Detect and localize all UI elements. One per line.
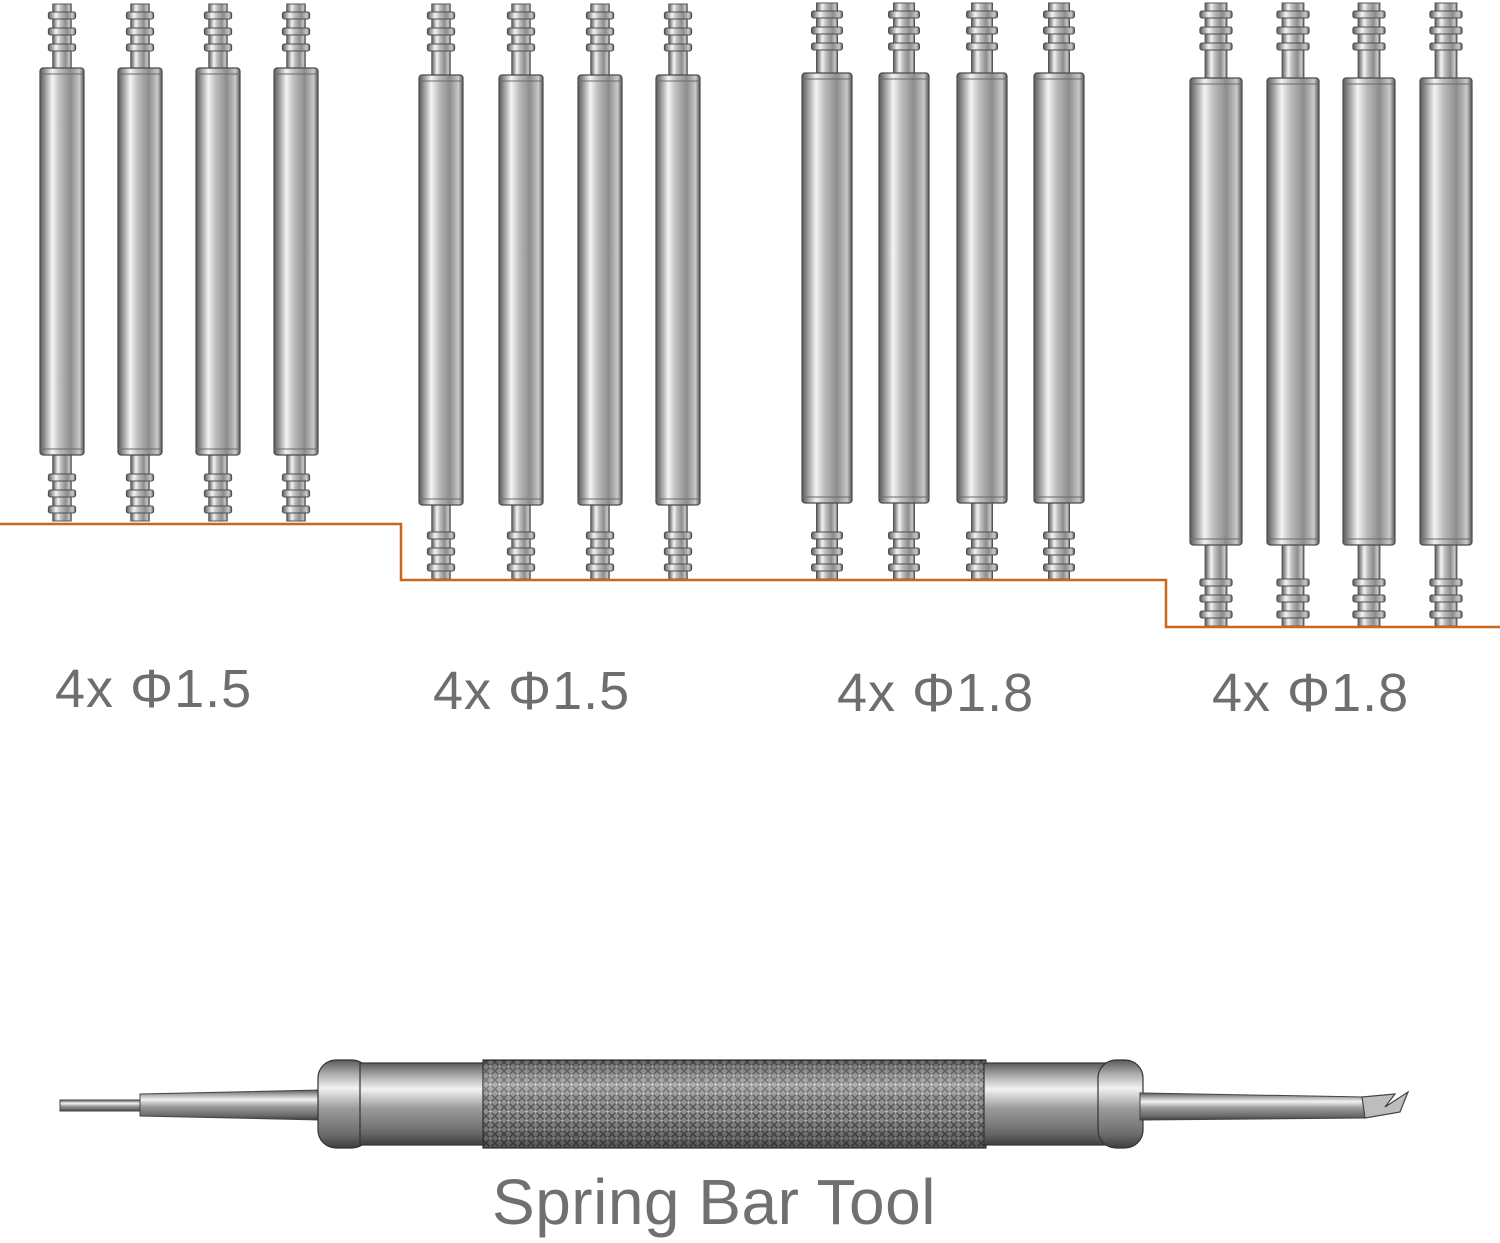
spring-bar-group — [1189, 2, 1473, 627]
spring-bar — [878, 2, 930, 580]
spring-bar-group — [801, 2, 1085, 580]
spring-bar — [1266, 2, 1320, 627]
spring-bar — [273, 3, 319, 522]
spring-bar — [1033, 2, 1085, 580]
group-label: 4x Φ1.8 — [837, 663, 1035, 723]
spring-bar — [195, 3, 241, 522]
spring-bar-group — [39, 3, 319, 522]
pin-tip — [59, 1099, 151, 1112]
fork-tip — [1361, 1090, 1410, 1119]
spring-bar — [1189, 2, 1243, 627]
group-label: 4x Φ1.5 — [55, 659, 253, 719]
spring-bar — [498, 3, 544, 580]
spring-bar — [655, 3, 701, 580]
group-label: 4x Φ1.8 — [1212, 663, 1410, 723]
spring-bar — [117, 3, 163, 522]
spring-bar — [577, 3, 623, 580]
spring-bar — [801, 2, 853, 580]
spring-bar — [1342, 2, 1396, 627]
spring-bar — [39, 3, 85, 522]
spring-bar-tool — [59, 1059, 1410, 1149]
stepped-baseline — [0, 522, 1500, 629]
spring-bar — [418, 3, 464, 580]
tool-label: Spring Bar Tool — [492, 1166, 936, 1238]
spring-bar-group — [418, 3, 701, 580]
group-label: 4x Φ1.5 — [433, 661, 631, 721]
spring-bar — [1419, 2, 1473, 627]
spring-bar — [956, 2, 1008, 580]
